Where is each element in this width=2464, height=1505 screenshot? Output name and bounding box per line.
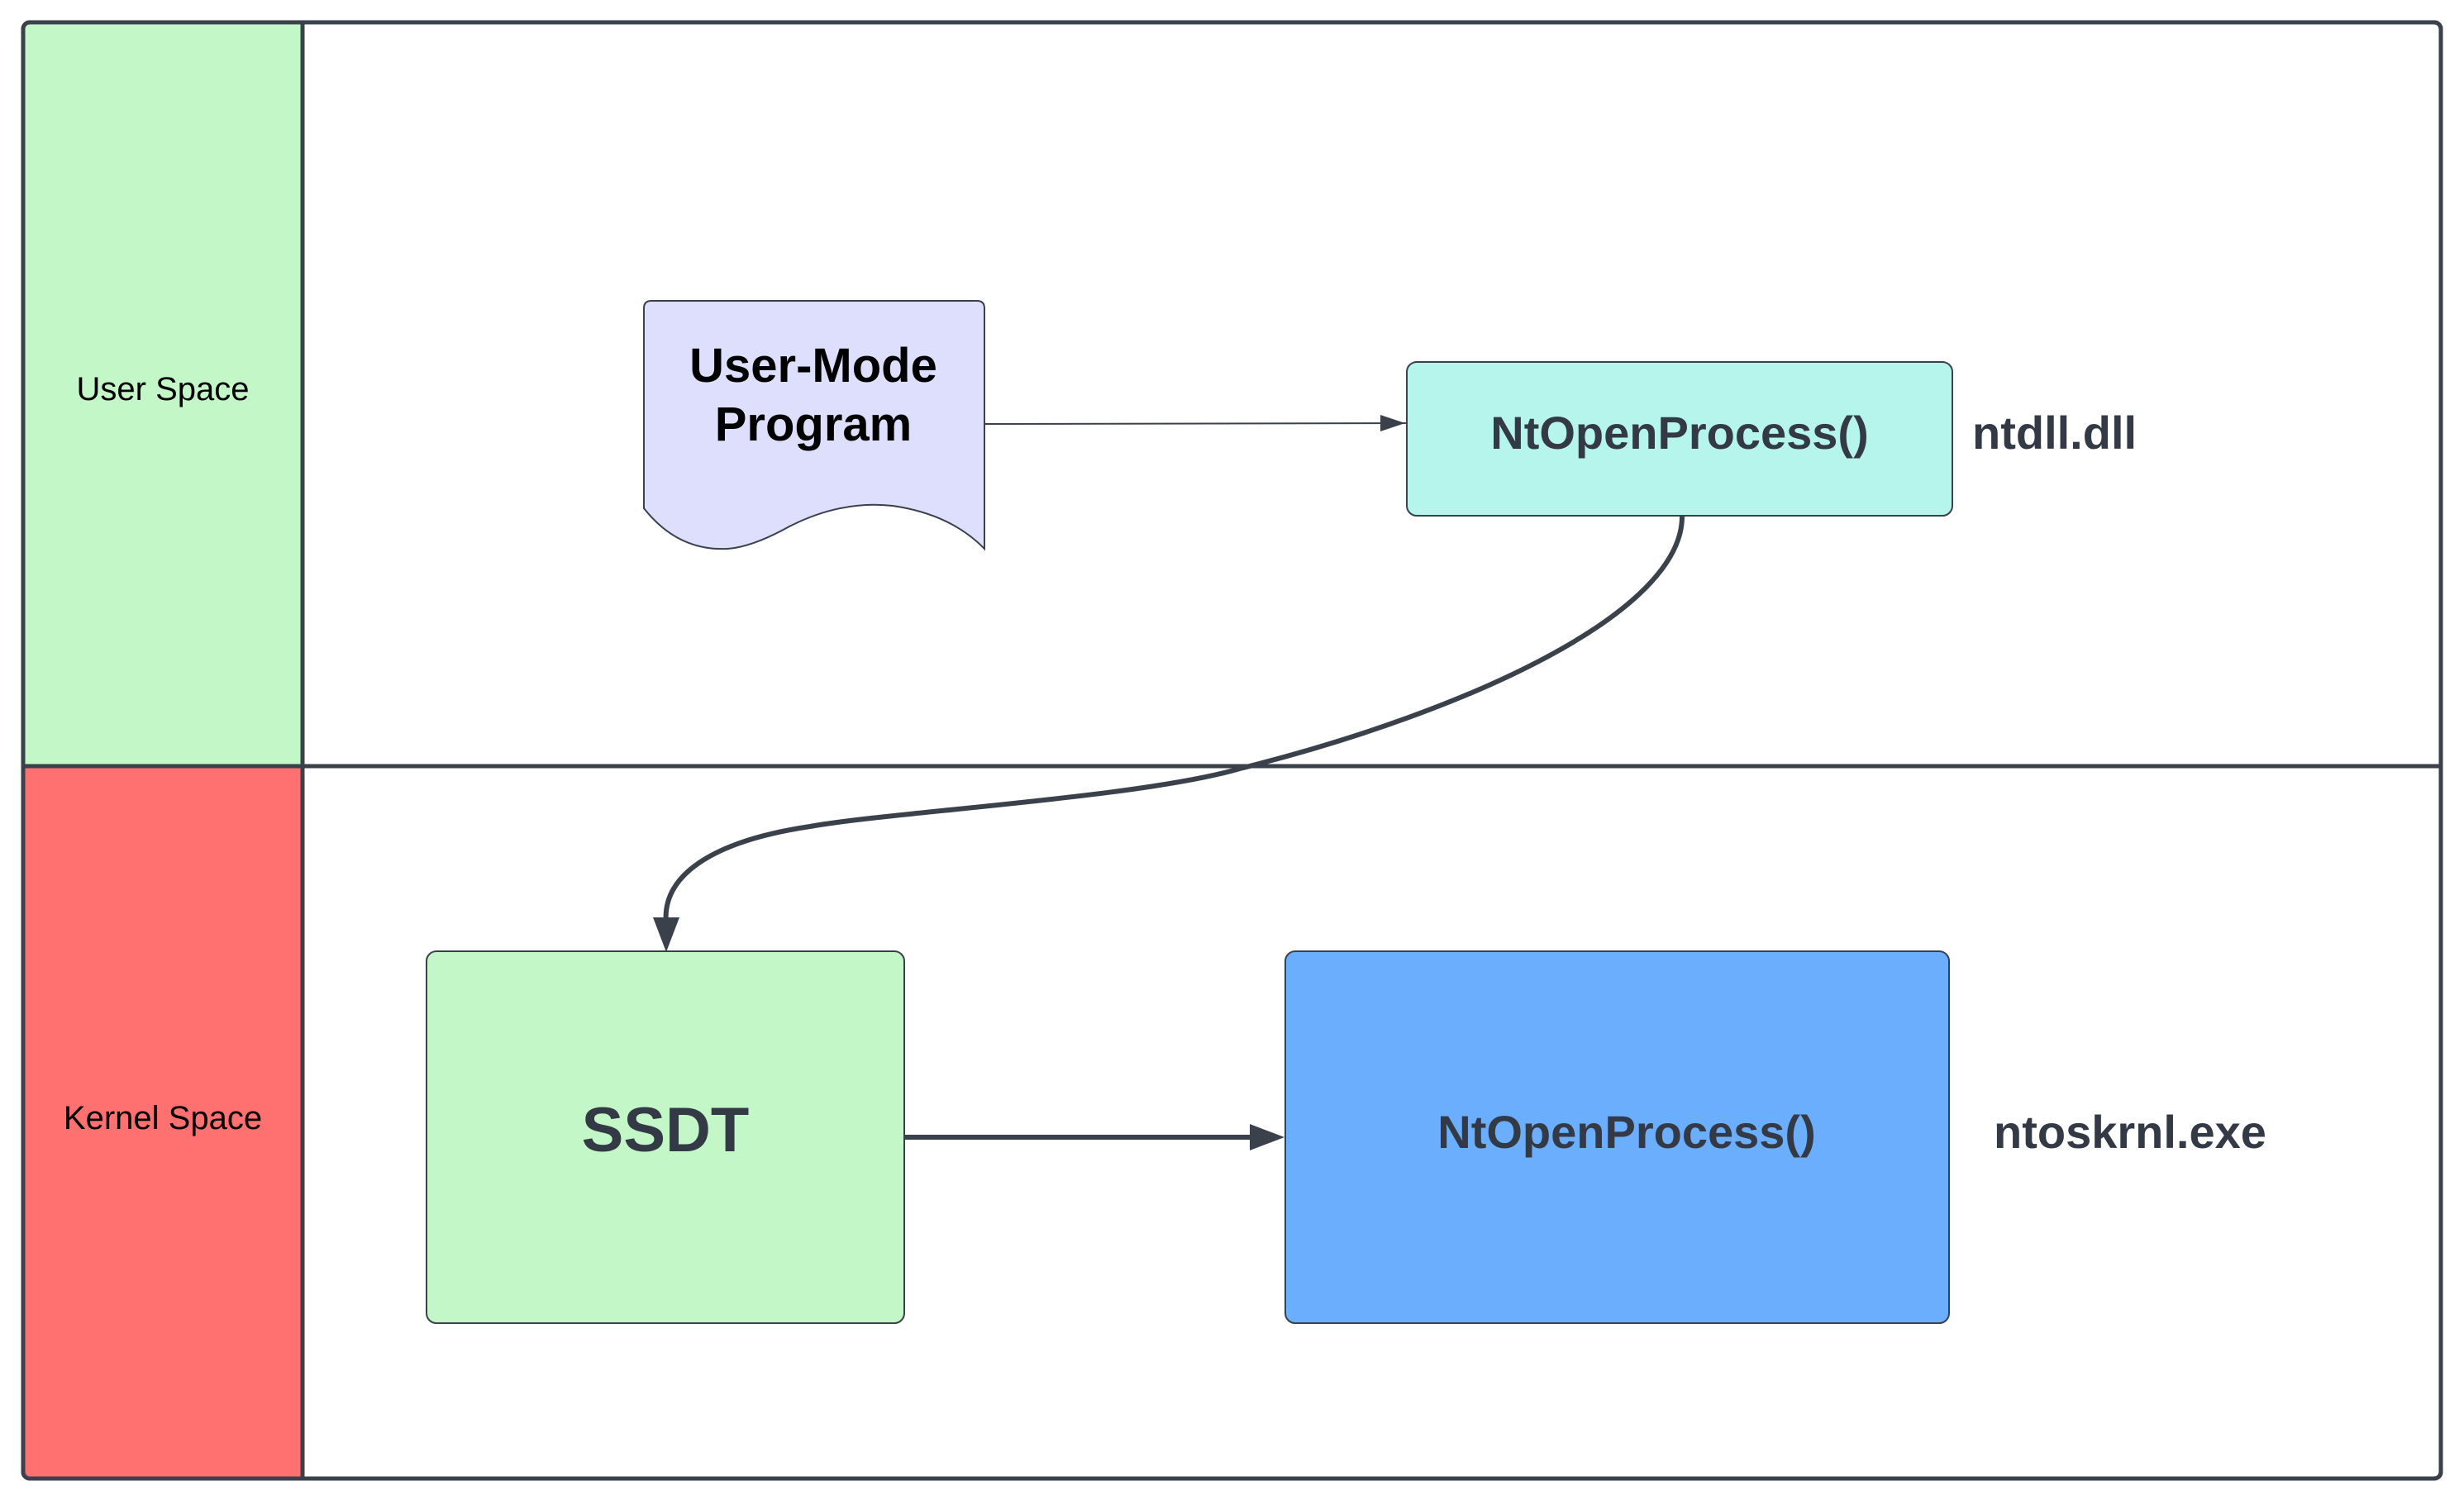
ssdt-label: SSDT (582, 1095, 750, 1165)
kernel-space-lane-header (23, 766, 303, 1479)
kernel-ntopenprocess-label: NtOpenProcess() (1437, 1106, 1815, 1158)
kernel-space-label: Kernel Space (64, 1100, 262, 1136)
arrow-ssdt-to-kernel-head (1250, 1124, 1284, 1150)
kernel-module-label: ntoskrnl.exe (1994, 1106, 2266, 1158)
arrow-ntdll-to-ssdt-head (653, 917, 679, 952)
user-space-label: User Space (77, 371, 250, 407)
diagram-frame (21, 20, 2443, 1481)
user-mode-program-label-line2: Program (715, 398, 913, 451)
diagram-frame-border (21, 20, 2443, 1481)
ntdll-module-label: ntdll.dll (1972, 407, 2137, 459)
ntdll-ntopenprocess-label: NtOpenProcess() (1490, 407, 1868, 459)
ntdll-ntopenprocess-box (1406, 361, 1953, 517)
arrow-program-to-ntdll (984, 422, 1408, 425)
user-mode-program-document (643, 300, 985, 551)
user-mode-program-label-line1: User-Mode (689, 339, 937, 393)
arrow-ntdll-to-ssdt (663, 516, 1685, 925)
arrow-program-to-ntdll-head (1380, 415, 1405, 431)
user-space-lane-header (23, 22, 303, 766)
kernel-ntopenprocess-box (1284, 950, 1950, 1324)
